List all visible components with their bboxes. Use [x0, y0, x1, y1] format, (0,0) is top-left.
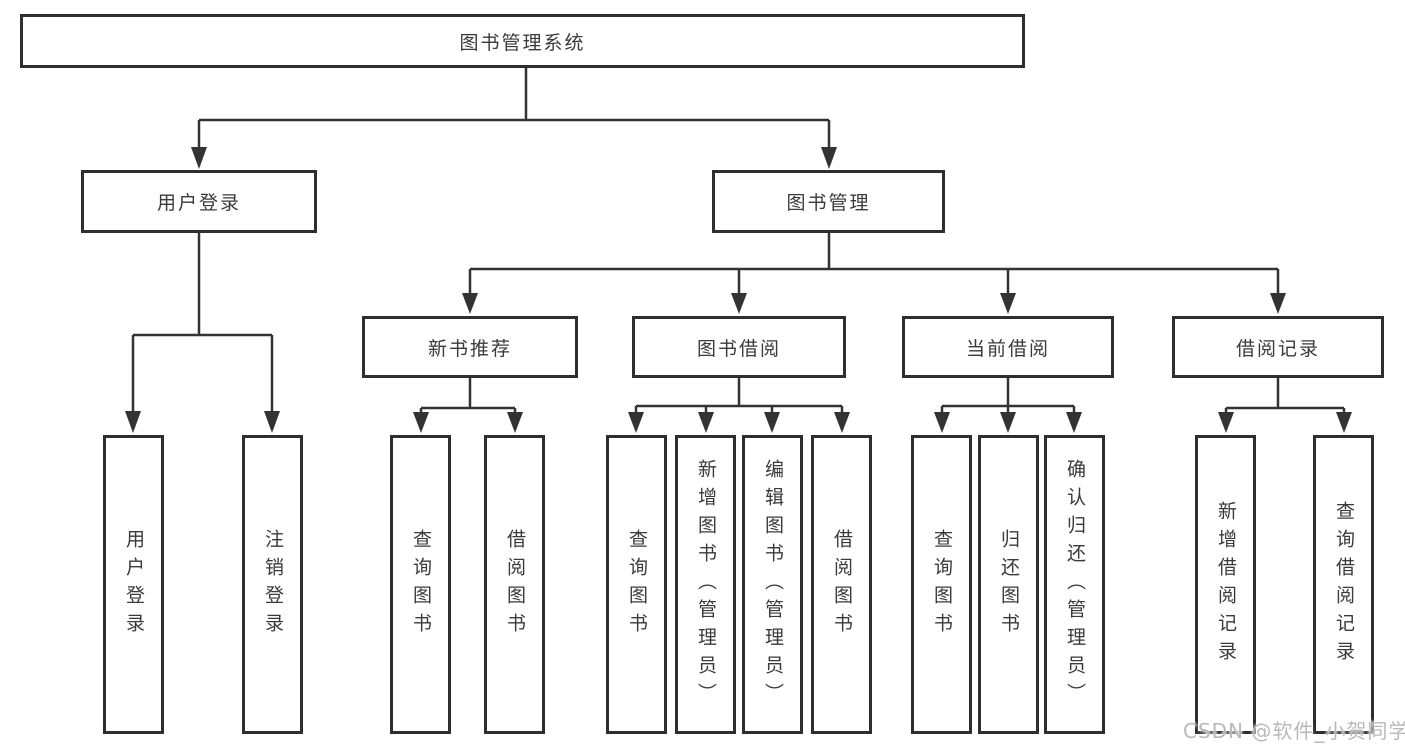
node-new-book-recommend: 新书推荐 [362, 316, 578, 378]
leaf-query-books-current: 查询图书 [911, 435, 972, 734]
leaf-edit-books-admin: 编辑图书（管理员） [742, 435, 803, 734]
node-book-management: 图书管理 [712, 170, 945, 233]
connector-current-borrow-to-leaves [934, 378, 1082, 433]
connector-new-book-to-leaves [413, 378, 523, 433]
node-book-borrow: 图书借阅 [632, 316, 846, 378]
leaf-return-books: 归还图书 [978, 435, 1039, 734]
connector-borrow-records-to-leaves [1218, 378, 1352, 433]
node-library-system: 图书管理系统 [20, 14, 1025, 68]
leaf-user-login: 用户登录 [103, 435, 164, 734]
leaf-query-books-recommend: 查询图书 [390, 435, 451, 734]
node-user-login: 用户登录 [81, 170, 317, 233]
leaf-add-borrow-record: 新增借阅记录 [1195, 435, 1256, 734]
connector-user-login-to-leaves [125, 233, 280, 433]
leaf-borrow-books: 借阅图书 [811, 435, 872, 734]
connector-book-borrow-to-leaves [628, 378, 850, 433]
csdn-watermark: CSDN @软件_小贺同学 [1183, 719, 1405, 743]
connector-book-management-to-level2 [462, 233, 1286, 314]
node-borrow-records: 借阅记录 [1172, 316, 1384, 378]
connector-root-to-level1 [191, 68, 837, 169]
leaf-add-books-admin: 新增图书（管理员） [675, 435, 736, 734]
leaf-query-books-borrow: 查询图书 [606, 435, 667, 734]
leaf-logout: 注销登录 [242, 435, 303, 734]
leaf-confirm-return-admin: 确认归还（管理员） [1044, 435, 1105, 734]
leaf-query-borrow-record: 查询借阅记录 [1313, 435, 1374, 734]
leaf-borrow-books-recommend: 借阅图书 [484, 435, 545, 734]
node-current-borrow: 当前借阅 [902, 316, 1114, 378]
